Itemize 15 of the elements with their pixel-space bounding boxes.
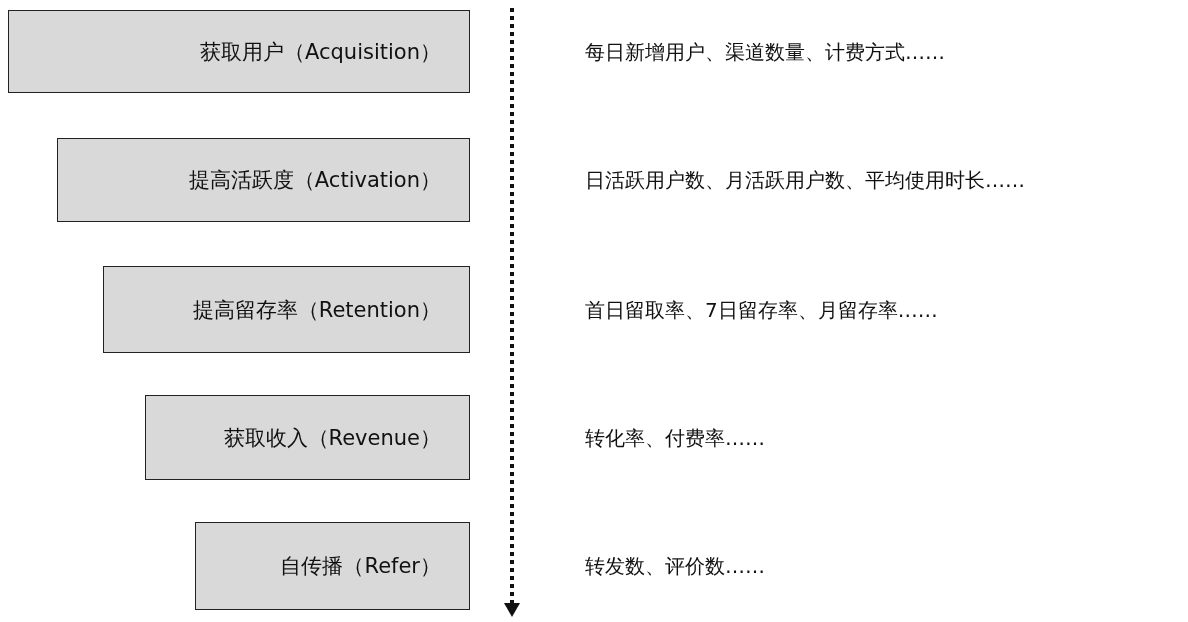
- metrics-text: 日活跃用户数、月活跃用户数、平均使用时长……: [585, 167, 1025, 194]
- stage-label: 获取用户（Acquisition）: [199, 38, 441, 66]
- stage-box: [195, 522, 470, 610]
- stage-box: [8, 10, 470, 93]
- stage-label: 自传播（Refer）: [280, 553, 441, 580]
- stage-label: 提高留存率（Retention）: [192, 296, 441, 324]
- metrics-text: 每日新增用户、渠道数量、计费方式……: [585, 38, 945, 66]
- metrics-text: 转化率、付费率……: [585, 424, 765, 452]
- stage-box: [57, 138, 470, 222]
- stage-box: [103, 266, 470, 353]
- metrics-text: 转发数、评价数……: [585, 553, 765, 580]
- stage-label: 提高活跃度（Activation）: [188, 167, 441, 194]
- metrics-text: 首日留取率、7日留存率、月留存率……: [585, 296, 938, 324]
- stage-box: [145, 395, 470, 480]
- stage-label: 获取收入（Revenue）: [223, 424, 441, 452]
